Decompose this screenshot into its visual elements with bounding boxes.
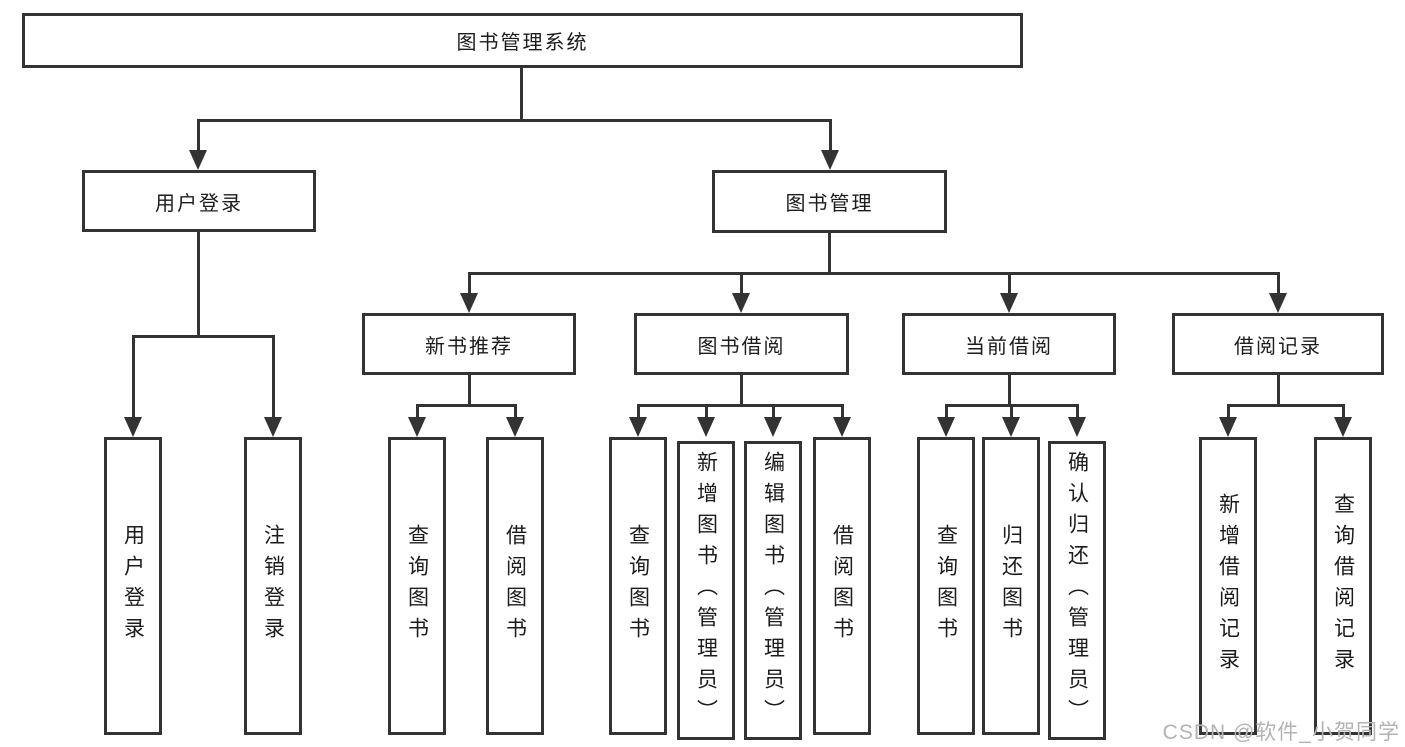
arrowhead-borrowing-records xyxy=(1269,293,1287,313)
node-query-books-current: 查询图书 xyxy=(917,437,975,735)
connector-book-borrowing-stem xyxy=(740,375,743,407)
arrowhead-current-borrowing xyxy=(1000,293,1018,313)
arrowhead-book-management xyxy=(821,150,839,170)
connector-to-query-books-3 xyxy=(945,404,948,419)
node-query-borrow-record: 查询借阅记录 xyxy=(1314,437,1372,735)
connector-user-login-branch xyxy=(132,335,274,338)
node-edit-books-admin: 编辑图书（管理员） xyxy=(744,441,802,740)
connector-to-query-record xyxy=(1342,404,1345,419)
connector-new-book-branch xyxy=(416,404,517,407)
connector-book-management-branch xyxy=(468,272,1280,275)
connector-to-borrow-books-2 xyxy=(841,404,844,419)
connector-to-query-books-2 xyxy=(637,404,640,419)
connector-user-login-stem xyxy=(197,232,200,338)
node-add-borrow-record: 新增借阅记录 xyxy=(1199,437,1257,735)
arrowhead-edit-books xyxy=(764,417,782,437)
arrowhead-query-record xyxy=(1334,417,1352,437)
arrowhead-borrow-books-1 xyxy=(506,417,524,437)
node-return-books: 归还图书 xyxy=(982,437,1040,735)
connector-book-borrowing-branch xyxy=(637,404,843,407)
connector-to-current-borrowing xyxy=(1008,272,1011,296)
arrowhead-return-books xyxy=(1002,417,1020,437)
arrowhead-confirm-return xyxy=(1068,417,1086,437)
node-new-book-recommendation: 新书推荐 xyxy=(362,313,576,375)
arrowhead-add-books xyxy=(697,417,715,437)
connector-borrowing-records-branch xyxy=(1227,404,1345,407)
connector-root-branch xyxy=(197,119,832,122)
arrowhead-query-books-2 xyxy=(629,417,647,437)
connector-current-borrowing-stem xyxy=(1008,375,1011,407)
arrowhead-logout xyxy=(264,417,282,437)
csdn-watermark: CSDN @软件_小贺同学 xyxy=(1162,721,1400,744)
arrowhead-query-books-1 xyxy=(408,417,426,437)
connector-to-book-management xyxy=(829,119,832,153)
arrowhead-book-borrowing xyxy=(732,293,750,313)
connector-to-user-login xyxy=(197,119,200,153)
connector-to-edit-books xyxy=(772,404,775,419)
arrowhead-add-record xyxy=(1219,417,1237,437)
node-book-management-branch: 图书管理 xyxy=(712,170,947,233)
node-query-books-recommend: 查询图书 xyxy=(388,437,446,735)
connector-to-add-books xyxy=(705,404,708,419)
connector-to-borrowing-records xyxy=(1277,272,1280,296)
arrowhead-user-login xyxy=(189,150,207,170)
node-book-borrowing: 图书借阅 xyxy=(634,313,849,375)
node-confirm-return-admin: 确认归还（管理员） xyxy=(1048,441,1106,740)
connector-to-query-books-1 xyxy=(416,404,419,419)
connector-root-stem xyxy=(520,68,523,122)
arrowhead-query-books-3 xyxy=(937,417,955,437)
node-user-login-branch: 用户登录 xyxy=(82,170,316,232)
connector-book-management-stem xyxy=(828,233,831,275)
connector-to-logout xyxy=(272,335,275,419)
arrowhead-user-login-leaf xyxy=(124,417,142,437)
connector-to-return-books xyxy=(1010,404,1013,419)
node-book-management-system: 图书管理系统 xyxy=(22,13,1023,68)
connector-borrowing-records-stem xyxy=(1277,375,1280,407)
node-borrow-books-recommend: 借阅图书 xyxy=(486,437,544,735)
node-user-login-leaf: 用户登录 xyxy=(104,437,162,735)
connector-new-book-stem xyxy=(468,375,471,407)
arrowhead-new-book xyxy=(460,293,478,313)
connector-to-add-record xyxy=(1227,404,1230,419)
node-current-borrowing: 当前借阅 xyxy=(902,313,1116,375)
node-add-books-admin: 新增图书（管理员） xyxy=(677,441,735,740)
connector-to-user-login-leaf xyxy=(132,335,135,419)
node-query-books-borrowing: 查询图书 xyxy=(609,437,667,735)
connector-to-borrow-books-1 xyxy=(514,404,517,419)
connector-to-book-borrowing xyxy=(740,272,743,296)
node-logout: 注销登录 xyxy=(244,437,302,735)
arrowhead-borrow-books-2 xyxy=(833,417,851,437)
node-borrowing-records: 借阅记录 xyxy=(1172,313,1384,375)
connector-to-confirm-return xyxy=(1076,404,1079,419)
connector-to-new-book xyxy=(468,272,471,296)
node-borrow-books: 借阅图书 xyxy=(813,437,871,735)
